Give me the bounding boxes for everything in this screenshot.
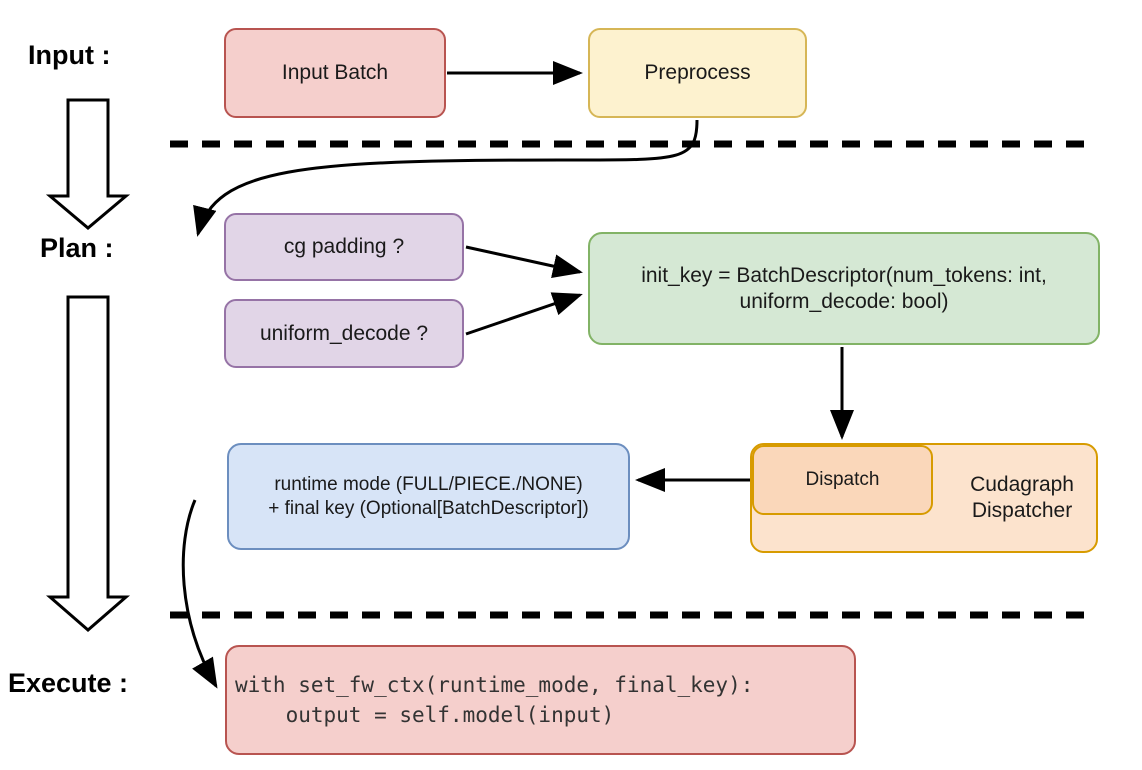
- node-runtime-mode[interactable]: runtime mode (FULL/PIECE./NONE) + final …: [227, 443, 630, 550]
- node-preprocess[interactable]: Preprocess: [588, 28, 807, 118]
- stage-label-execute: Execute :: [8, 668, 129, 698]
- edge-uniform-decode-to-init-key: [465, 292, 583, 336]
- node-input-batch[interactable]: Input Batch: [224, 28, 446, 118]
- node-execute-code[interactable]: with set_fw_ctx(runtime_mode, final_key)…: [225, 645, 856, 755]
- stage-arrow-input-to-plan: [45, 98, 131, 230]
- node-uniform-decode[interactable]: uniform_decode ?: [224, 299, 464, 368]
- node-cudagraph-dispatcher-label: Cudagraph Dispatcher: [970, 473, 1074, 522]
- node-input-batch-label: Input Batch: [281, 61, 389, 85]
- node-execute-code-label: with set_fw_ctx(runtime_mode, final_key)…: [235, 672, 754, 727]
- edge-runtime-mode-to-execute-code: [181, 499, 218, 689]
- edge-cg-padding-to-init-key: [465, 245, 583, 278]
- node-uniform-decode-label: uniform_decode ?: [259, 321, 429, 345]
- node-init-key-label: init_key = BatchDescriptor(num_tokens: i…: [641, 263, 1047, 313]
- node-dispatch[interactable]: Dispatch: [752, 445, 933, 515]
- stage-arrow-plan-to-execute: [45, 295, 131, 632]
- stage-label-input: Input :: [28, 40, 111, 70]
- node-cg-padding-label: cg padding ?: [283, 235, 405, 259]
- node-dispatch-label: Dispatch: [805, 469, 880, 491]
- node-init-key[interactable]: init_key = BatchDescriptor(num_tokens: i…: [588, 232, 1100, 345]
- node-preprocess-label: Preprocess: [644, 61, 751, 85]
- edge-preprocess-to-cg-padding: [193, 119, 699, 237]
- node-cg-padding[interactable]: cg padding ?: [224, 213, 464, 281]
- node-runtime-mode-label: runtime mode (FULL/PIECE./NONE) + final …: [268, 474, 589, 519]
- stage-label-plan: Plan :: [40, 233, 114, 263]
